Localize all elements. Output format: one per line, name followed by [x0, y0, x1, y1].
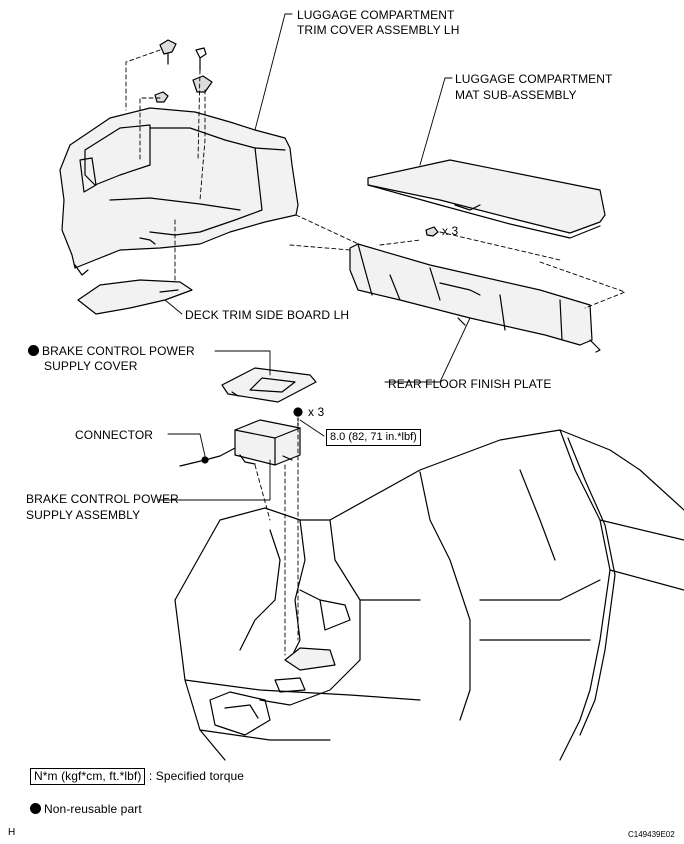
- torque-spec-box: 8.0 (82, 71 in.*lbf): [326, 429, 421, 446]
- nonreusable-legend-dot-icon: [30, 803, 41, 814]
- corner-marker: H: [8, 827, 16, 838]
- trim-cover-label-line2: TRIM COVER ASSEMBLY LH: [297, 23, 460, 37]
- mat-clip-quantity: x 3: [442, 224, 459, 238]
- trim-cover-lh-part: [59, 107, 299, 276]
- legend-torque-units: N*m (kgf*cm, ft.*lbf): [30, 768, 146, 785]
- figure-id: C149439E02: [628, 830, 675, 839]
- plate-leaders: [439, 231, 626, 309]
- brake-cover-label-text: BRAKE CONTROL POWER: [42, 344, 195, 358]
- deck-trim-label: DECK TRIM SIDE BOARD LH: [185, 308, 350, 322]
- vehicle-trunk-view: [174, 429, 684, 761]
- nut-parts: [293, 407, 303, 429]
- legend-nonreusable: Non-reusable part: [30, 802, 142, 816]
- rear-floor-label: REAR FLOOR FINISH PLATE: [388, 377, 552, 391]
- mat-label-line2: MAT SUB-ASSEMBLY: [455, 88, 577, 102]
- legend-torque-desc: : Specified torque: [148, 769, 245, 783]
- brake-power-supply-assembly-part: [179, 419, 301, 467]
- install-leaders: [254, 427, 299, 656]
- luggage-mat-part: [367, 159, 606, 239]
- mat-clips: [425, 226, 439, 237]
- legend-nonreusable-text: Non-reusable part: [44, 802, 142, 816]
- connector-label: CONNECTOR: [75, 428, 154, 442]
- nonreusable-dot-icon: [28, 345, 39, 356]
- brake-cover-label-line1: BRAKE CONTROL POWER: [28, 344, 195, 358]
- trim-cover-label-line1: LUGGAGE COMPARTMENT: [297, 8, 455, 22]
- nut-quantity: x 3: [308, 405, 325, 419]
- deck-trim-side-board-part: [77, 279, 193, 315]
- legend-torque: N*m (kgf*cm, ft.*lbf) : Specified torque: [30, 768, 244, 785]
- clip-parts: [154, 39, 213, 103]
- brake-assy-label-line2: SUPPLY ASSEMBLY: [26, 508, 141, 522]
- brake-power-supply-cover-part: [221, 367, 317, 403]
- callout-lines: [157, 13, 471, 501]
- brake-cover-label-line2: SUPPLY COVER: [44, 359, 138, 373]
- brake-assy-label-line1: BRAKE CONTROL POWER: [26, 492, 179, 506]
- rear-floor-finish-plate-part: [349, 243, 601, 353]
- mat-label-line1: LUGGAGE COMPARTMENT: [455, 72, 613, 86]
